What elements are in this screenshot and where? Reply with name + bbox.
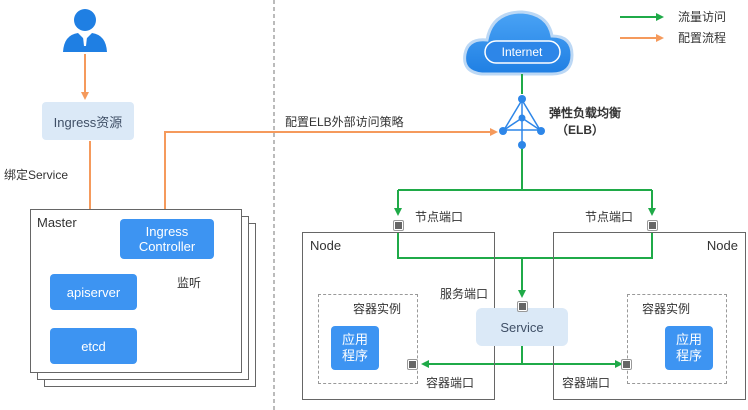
container-instance-left-label: 容器实例 [353, 302, 402, 316]
ingress-controller-box: Ingress Controller [120, 219, 214, 259]
watch-label: 监听 [177, 276, 202, 290]
apiserver-label: apiserver [66, 284, 121, 300]
app-right-label-1: 应用 [675, 332, 702, 347]
node-port-left-icon [393, 220, 404, 231]
container-instance-right: 容器实例 [627, 294, 727, 384]
elb-icon [499, 95, 545, 149]
app-left-box: 应用 程序 [331, 326, 379, 370]
bind-service-label: 绑定Service [4, 168, 69, 182]
ingress-resource-box: Ingress资源 [42, 102, 134, 140]
container-port-left-icon [407, 359, 418, 370]
user-icon [63, 9, 107, 52]
elb-label: 弹性负载均衡 [549, 106, 622, 120]
node-port-left-label: 节点端口 [415, 210, 464, 224]
container-port-right-label: 容器端口 [562, 376, 611, 390]
app-left-label-1: 应用 [341, 332, 368, 347]
container-port-right-icon [621, 359, 632, 370]
ingress-resource-label: Ingress资源 [53, 114, 123, 130]
node-right-title: Node [706, 238, 738, 253]
app-right-box: 应用 程序 [665, 326, 713, 370]
node-left-title: Node [310, 238, 342, 253]
internet-label: Internet [501, 45, 543, 59]
etcd-box: etcd [50, 328, 137, 364]
container-instance-left: 容器实例 [318, 294, 418, 384]
left-nodeport-to-service-arrow [397, 232, 526, 298]
controller-to-elb-arrow [164, 128, 498, 219]
container-port-left-label: 容器端口 [426, 376, 475, 390]
master-label: Master [37, 215, 77, 230]
elb-label-abbr: （ELB） [556, 123, 605, 137]
apiserver-box: apiserver [50, 274, 137, 310]
service-port-icon [517, 301, 528, 312]
node-port-right-label: 节点端口 [585, 210, 634, 224]
internet-cloud [463, 10, 574, 76]
container-instance-right-label: 容器实例 [642, 302, 691, 316]
service-label: Service [500, 319, 544, 335]
config-elb-label: 配置ELB外部访问策略 [285, 115, 404, 129]
service-port-label: 服务端口 [440, 287, 489, 301]
ingress-controller-label-2: Controller [138, 239, 196, 254]
app-left-label-2: 程序 [341, 348, 368, 363]
ingress-controller-label-1: Ingress [145, 224, 189, 239]
node-port-right-icon [647, 220, 658, 231]
legend-config-label: 配置流程 [678, 31, 727, 45]
etcd-label: etcd [81, 338, 106, 354]
service-box: Service [476, 308, 568, 346]
right-nodeport-to-service-line [522, 232, 653, 259]
legend-traffic-label: 流量访问 [678, 10, 727, 24]
app-right-label-2: 程序 [675, 348, 702, 363]
